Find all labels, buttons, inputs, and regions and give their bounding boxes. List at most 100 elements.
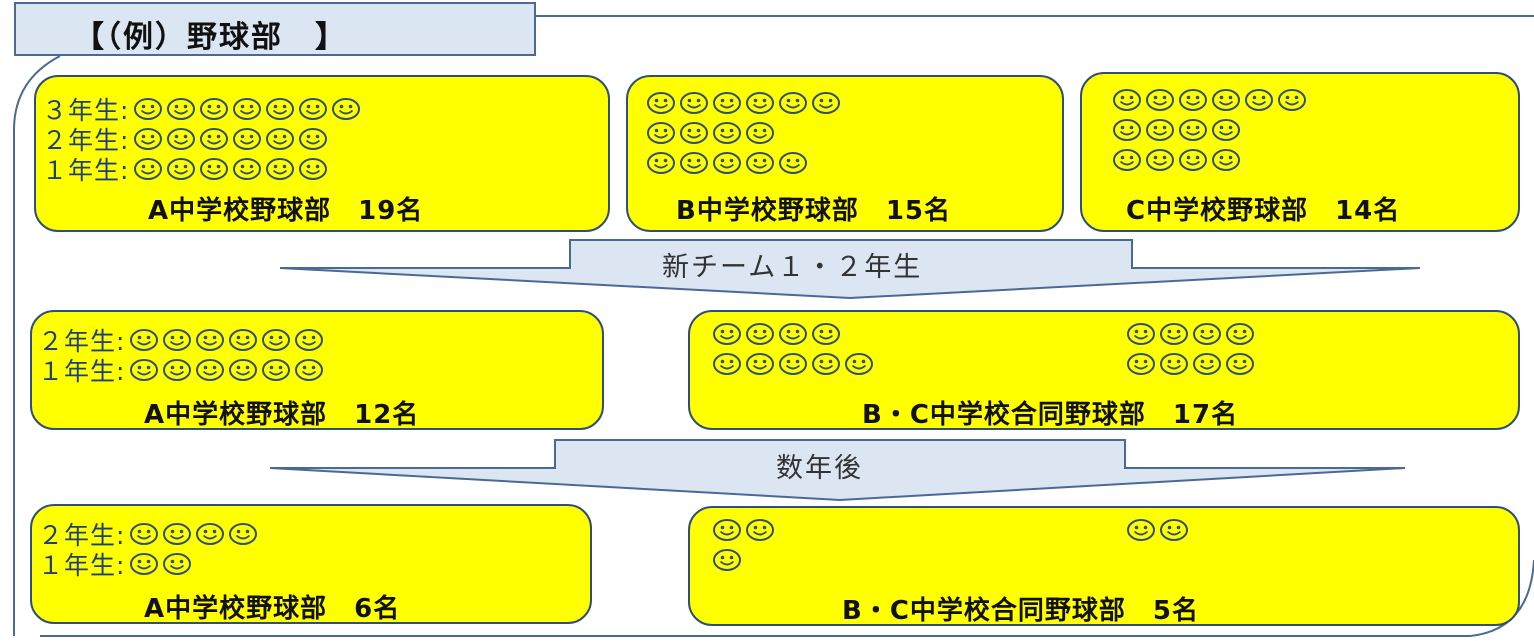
box-caption: B・C中学校合同野球部 5名 (842, 596, 1199, 626)
smiley-face-icon (647, 122, 675, 144)
smiley-face-icon (163, 523, 192, 545)
row-a3-2: ２年生: (38, 516, 258, 552)
face-group (712, 548, 742, 572)
smiley-face-icon (1160, 519, 1188, 541)
smiley-face-icon (130, 523, 159, 545)
smiley-face-icon (266, 128, 295, 150)
row-bc3-l2 (712, 548, 742, 572)
smiley-face-icon (1212, 89, 1240, 111)
smiley-face-icon (130, 329, 159, 351)
row-b1-b (646, 121, 775, 145)
smiley-face-icon (1226, 323, 1254, 345)
smiley-face-icon (680, 152, 708, 174)
face-group (646, 151, 808, 175)
smiley-face-icon (1278, 89, 1306, 111)
smiley-face-icon (680, 92, 708, 114)
row-a1-3: ３年生: (42, 91, 361, 127)
smiley-face-icon (713, 122, 741, 144)
box-caption: A中学校野球部 12名 (144, 400, 420, 430)
smiley-face-icon (196, 359, 225, 381)
smiley-face-icon (1113, 119, 1141, 141)
row-a3-1: １年生: (38, 546, 192, 582)
face-group (129, 552, 192, 576)
row-bc3-l1 (712, 518, 775, 542)
smiley-face-icon (779, 152, 807, 174)
row-bc2-l1 (712, 322, 841, 346)
smiley-face-icon (1193, 323, 1221, 345)
smiley-face-icon (163, 329, 192, 351)
smiley-face-icon (200, 128, 229, 150)
smiley-face-icon (200, 158, 229, 180)
row-a2-1: １年生: (38, 352, 324, 388)
smiley-face-icon (1146, 149, 1174, 171)
smiley-face-icon (134, 98, 163, 120)
arrow-shape-1 (279, 239, 1421, 300)
smiley-face-icon (1146, 119, 1174, 141)
page-title: 【（例）野球部 】 (74, 20, 347, 55)
smiley-face-icon (1113, 149, 1141, 171)
smiley-face-icon (680, 122, 708, 144)
box-bc-stage2: B・C中学校合同野球部 17名 (688, 310, 1520, 430)
smiley-face-icon (299, 98, 328, 120)
face-group (133, 157, 328, 181)
smiley-face-icon (713, 519, 741, 541)
face-group (712, 322, 841, 346)
face-group (646, 91, 841, 115)
row-a1-1: １年生: (42, 151, 328, 187)
smiley-face-icon (746, 122, 774, 144)
face-group (129, 358, 324, 382)
smiley-face-icon (779, 353, 807, 375)
smiley-face-icon (1193, 353, 1221, 375)
grade-label: ２年生: (38, 521, 126, 550)
smiley-face-icon (812, 92, 840, 114)
box-b-stage1: B中学校野球部 15名 (626, 75, 1064, 232)
smiley-face-icon (647, 152, 675, 174)
box-caption: B・C中学校合同野球部 17名 (862, 400, 1239, 430)
smiley-face-icon (167, 128, 196, 150)
face-group (129, 522, 258, 546)
grade-label: ２年生: (42, 126, 130, 155)
smiley-face-icon (229, 329, 258, 351)
grade-label: １年生: (38, 551, 126, 580)
smiley-face-icon (233, 158, 262, 180)
row-bc3-r1 (1126, 518, 1189, 542)
smiley-face-icon (167, 98, 196, 120)
row-bc2-l2 (712, 352, 874, 376)
smiley-face-icon (746, 353, 774, 375)
smiley-face-icon (746, 323, 774, 345)
arrow-shape-2 (269, 439, 1406, 502)
smiley-face-icon (134, 128, 163, 150)
smiley-face-icon (196, 329, 225, 351)
face-group (1126, 352, 1255, 376)
face-group (1126, 518, 1189, 542)
box-caption: C中学校野球部 14名 (1126, 196, 1401, 226)
box-caption: A中学校野球部 19名 (148, 196, 424, 226)
smiley-face-icon (1179, 149, 1207, 171)
row-a2-2: ２年生: (38, 322, 324, 358)
smiley-face-icon (779, 323, 807, 345)
grade-label: ３年生: (42, 96, 130, 125)
smiley-face-icon (1226, 353, 1254, 375)
smiley-face-icon (233, 98, 262, 120)
smiley-face-icon (229, 359, 258, 381)
smiley-face-icon (233, 128, 262, 150)
smiley-face-icon (1179, 89, 1207, 111)
face-group (133, 97, 361, 121)
row-bc2-r1 (1126, 322, 1255, 346)
smiley-face-icon (1245, 89, 1273, 111)
row-a1-2: ２年生: (42, 121, 328, 157)
smiley-face-icon (1127, 519, 1155, 541)
smiley-face-icon (130, 359, 159, 381)
grade-label: １年生: (38, 357, 126, 386)
smiley-face-icon (812, 323, 840, 345)
face-group (1112, 148, 1241, 172)
smiley-face-icon (299, 158, 328, 180)
grade-label: １年生: (42, 156, 130, 185)
smiley-face-icon (262, 359, 291, 381)
smiley-face-icon (262, 329, 291, 351)
smiley-face-icon (167, 158, 196, 180)
face-group (129, 328, 324, 352)
title-box: 【（例）野球部 】 (14, 2, 536, 56)
row-bc2-r2 (1126, 352, 1255, 376)
row-c1-b (1112, 118, 1241, 142)
